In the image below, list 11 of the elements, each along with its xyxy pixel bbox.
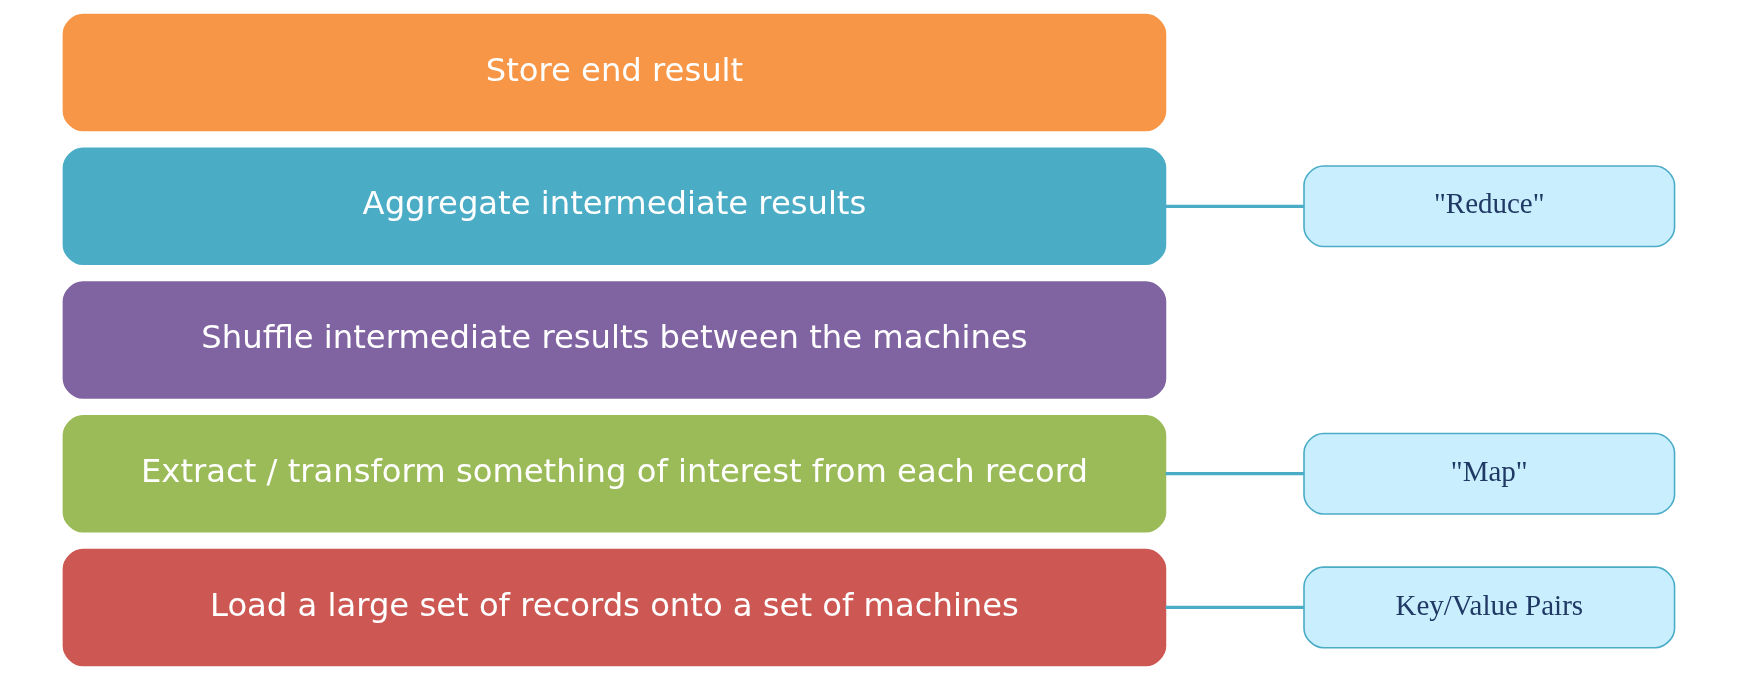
node-box: Extract / transform something of interest from each record — [62, 414, 1166, 533]
connector — [1165, 204, 1304, 208]
node-box: Load a large set of records onto a set of machines — [62, 548, 1166, 667]
node-box: Store end result — [62, 13, 1166, 132]
connector — [1165, 472, 1304, 476]
node-box: Shuffle intermediate results between the machines — [62, 281, 1166, 399]
node-box: Key/Value Pairs — [1302, 566, 1675, 649]
node-box: "Reduce" — [1302, 165, 1675, 248]
connector — [1165, 605, 1304, 610]
node-box: Aggregate intermediate results — [62, 147, 1166, 266]
node-box: "Map" — [1302, 432, 1675, 515]
